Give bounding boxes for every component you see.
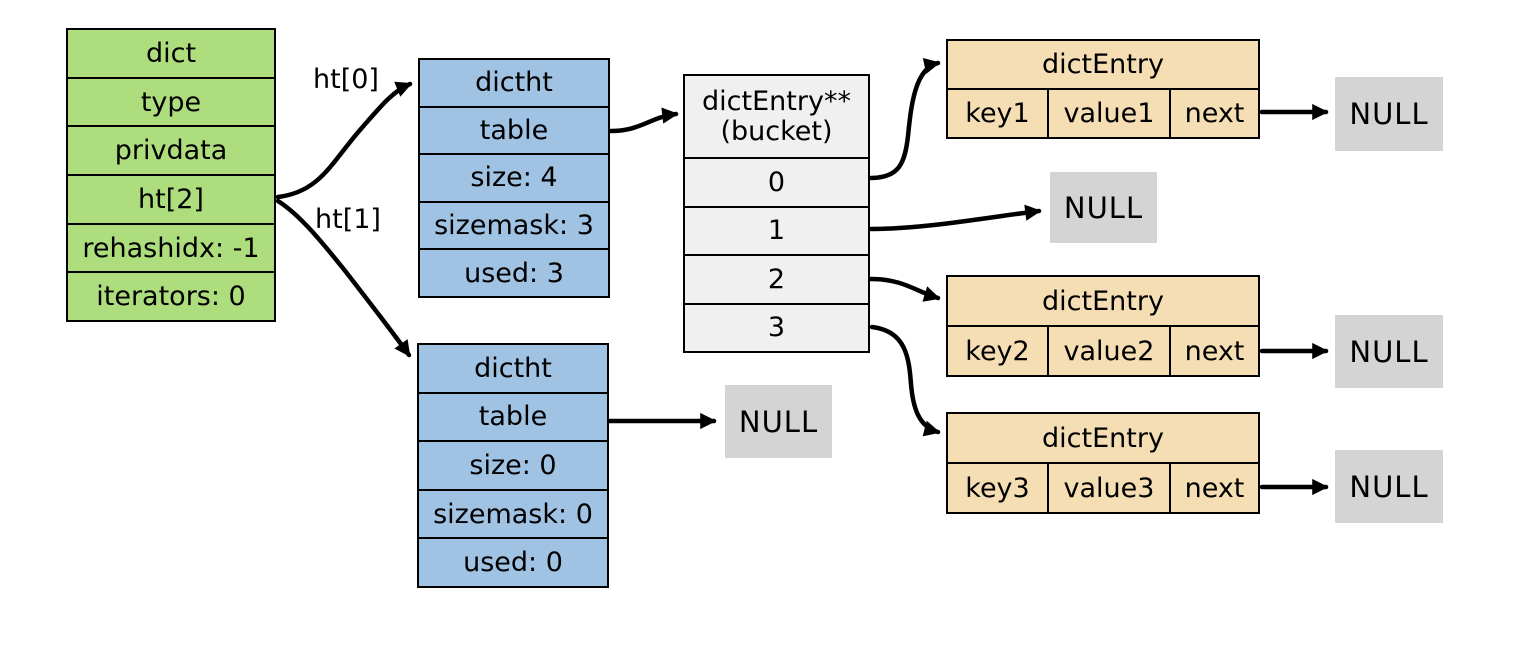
dictht1-struct-box: dictht table size: 0 sizemask: 0 used: 0 [417,343,609,588]
null-box-entry3: NULL [1335,450,1443,523]
dict-entry-2: dictEntry key2 value2 next [946,275,1260,377]
dictht1-row-sizemask: sizemask: 0 [419,488,607,538]
bucket-slot-3: 3 [685,302,868,352]
arrow-bucket3-to-entry3 [869,324,941,437]
dictht0-row-used: used: 3 [420,248,608,296]
null-box-entry1: NULL [1335,77,1443,151]
entry2-next: next [1169,327,1258,375]
arrow-ht0 [275,81,413,200]
entry3-cells: key3 value3 next [948,462,1258,512]
bucket-header-line2: (bucket) [720,115,833,147]
entry2-key: key2 [965,335,1030,367]
dictht1-row-size: size: 0 [419,440,607,489]
dictht0-row-title: dictht [475,67,553,99]
dict-row-rehashidx: rehashidx: -1 [68,222,274,272]
dict-entry-1: dictEntry key1 value1 next [946,39,1260,139]
null-box-entry2: NULL [1335,315,1443,388]
bucket-header: dictEntry** (bucket) [685,76,868,157]
bucket-slot-1: 1 [685,205,868,255]
entry2-cells: key2 value2 next [948,325,1258,375]
arrow-bucket2-to-entry2 [868,276,941,302]
dictht0-row-size: size: 4 [420,153,608,201]
dictht0-row-table: table [420,105,608,154]
bucket-header-line1: dictEntry** [702,85,851,117]
edge-label-ht0: ht[0] [313,64,379,95]
dict-row-ht2: ht[2] [68,174,274,223]
dict-row-iterators: iterators: 0 [68,271,274,320]
dict-row-title: dict [145,37,197,69]
arrow-bucket1-to-null [868,204,1042,232]
dictht1-row-title: dictht [474,352,552,384]
bucket-slot-2: 2 [685,254,868,303]
dictht0-row-sizemask: sizemask: 3 [420,200,608,249]
dictht1-row-table: table [419,391,607,441]
entry1-next: next [1169,90,1258,137]
null-box-bucket1: NULL [1050,172,1157,243]
dict-entry-3: dictEntry key3 value3 next [946,412,1260,514]
arrow-table1-to-bucket [608,107,679,134]
entry1-key: key1 [965,98,1030,129]
entry3-key: key3 [965,472,1030,504]
entry1-value: value1 [1047,90,1169,137]
bucket-array-box: dictEntry** (bucket) 0 1 2 3 [683,74,870,353]
entry3-value: value3 [1047,464,1169,512]
entry1-cells: key1 value1 next [948,88,1258,137]
dictht0-struct-box: dictht table size: 4 sizemask: 3 used: 3 [418,58,610,298]
entry3-next: next [1169,464,1258,512]
edge-label-ht1: ht[1] [315,204,381,235]
dict-row-type: type [68,76,274,126]
dict-row-privdata: privdata [68,125,274,174]
dict-struct-box: dict type privdata ht[2] rehashidx: -1 i… [66,28,276,322]
entry2-value: value2 [1047,327,1169,375]
arrow-bucket0-to-entry1 [868,58,941,181]
entry2-title: dictEntry [1042,285,1164,317]
null-box-table2: NULL [725,385,832,458]
dictht1-row-used: used: 0 [419,537,607,586]
entry3-title: dictEntry [1042,422,1164,454]
entry1-title: dictEntry [1042,49,1164,80]
bucket-slot-0: 0 [685,157,868,206]
